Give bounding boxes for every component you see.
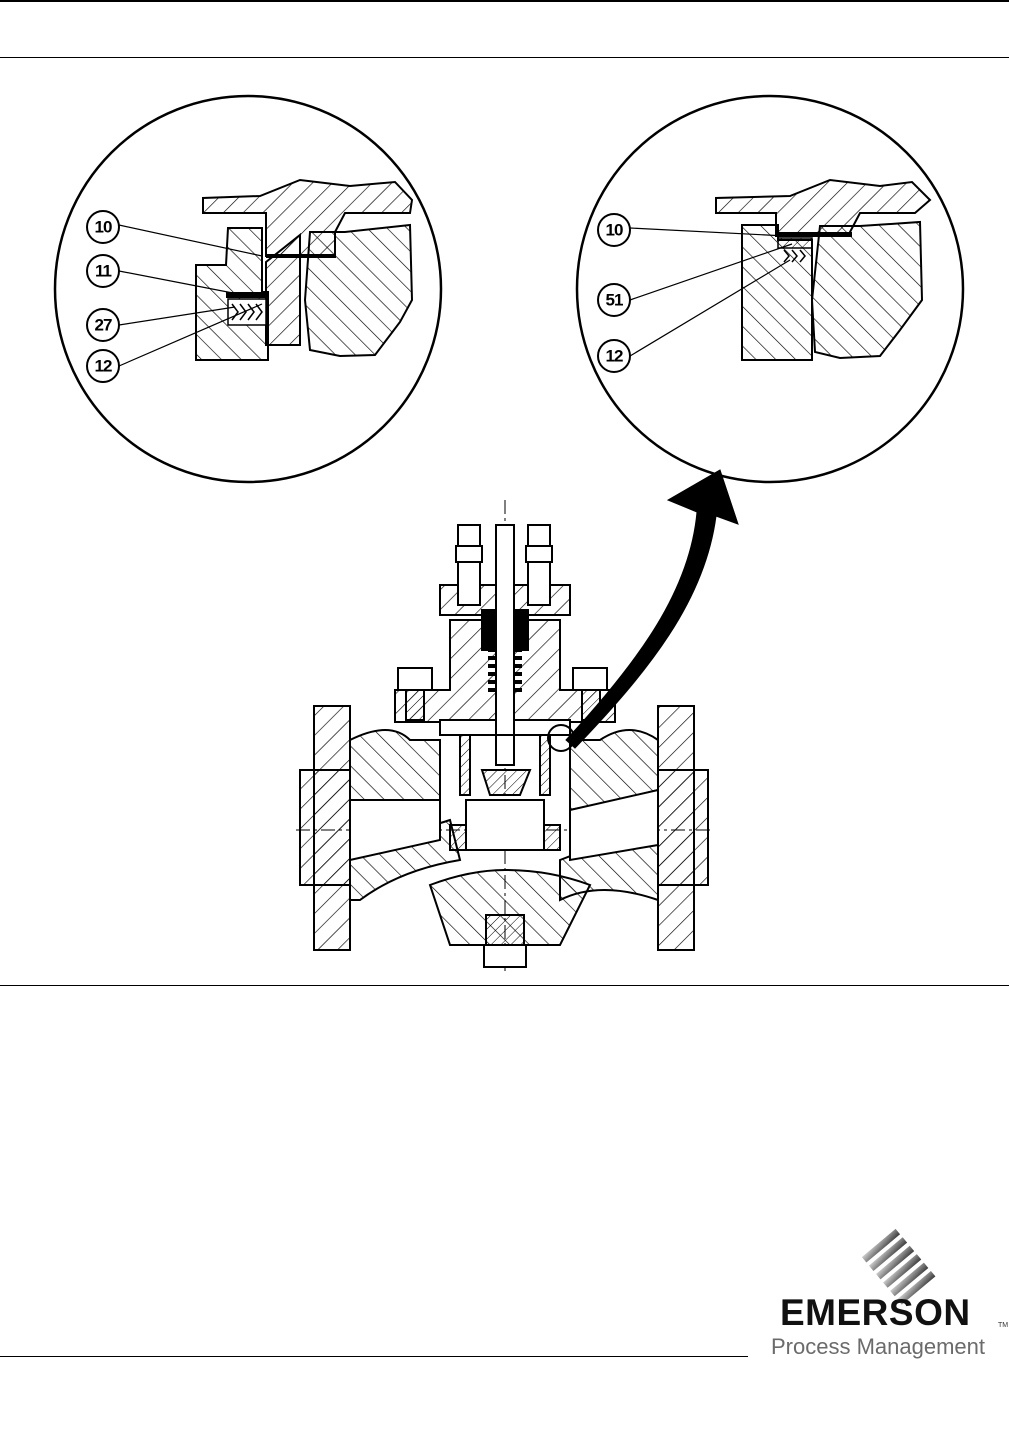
callout-right-10-label: 10: [606, 221, 623, 240]
footer-rule: [0, 1356, 748, 1357]
callout-left-12-label: 12: [95, 357, 112, 376]
callout-left-27-label: 27: [95, 316, 112, 335]
brand-name: EMERSON: [780, 1292, 1009, 1334]
figure-rule-bottom: [0, 985, 1009, 986]
callout-left-11-label: 11: [95, 262, 112, 281]
detail-circle-left: 10 11 27 12: [55, 96, 441, 482]
detail-circle-right: 10 51 12: [577, 96, 963, 482]
callout-right-12-label: 12: [606, 347, 623, 366]
brand-division: Process Management: [771, 1334, 1009, 1360]
brand-trademark: TM: [998, 1322, 1008, 1329]
valve-assembly-figure: 10 11 27 12 1: [0, 0, 1009, 985]
callout-right-51-label: 51: [606, 291, 623, 310]
callout-left-10-label: 10: [95, 218, 112, 237]
valve-cross-section: [296, 500, 712, 975]
